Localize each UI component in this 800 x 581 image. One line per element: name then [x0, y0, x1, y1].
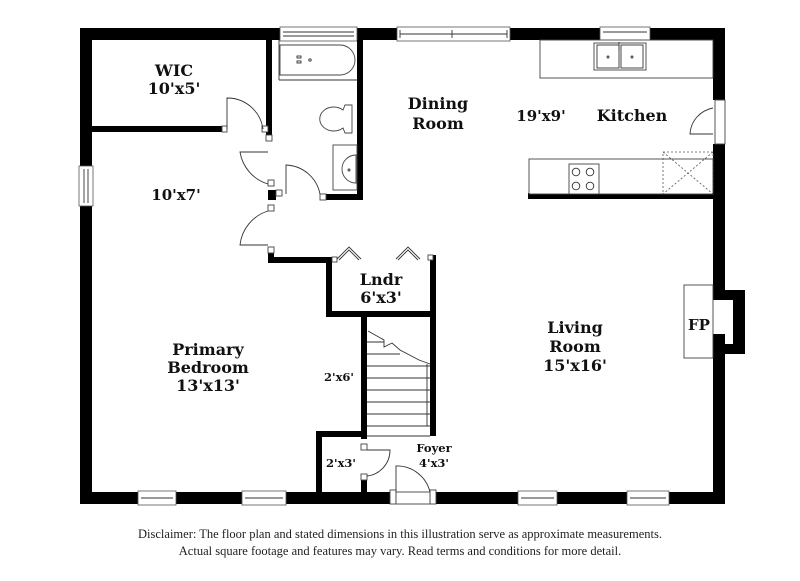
- laundry-bifold-right: [395, 246, 421, 260]
- laundry-bifold-right-2: [397, 249, 419, 261]
- wic-dims: 10'x5': [148, 79, 201, 98]
- laundry-name: Lndr: [360, 270, 403, 289]
- fireplace-label: FP: [688, 316, 710, 334]
- laundry-dims: 6'x3': [360, 288, 402, 307]
- toilet: [319, 104, 353, 134]
- closet-door: [239, 151, 269, 185]
- coat-closet-dims: 2'x3': [326, 456, 356, 470]
- kitchen-counter-bottom: [528, 158, 714, 195]
- doors[interactable]: [226, 97, 714, 505]
- living-dims: 15'x16': [543, 356, 607, 375]
- interior-walls: [92, 40, 713, 496]
- staircase: [367, 330, 431, 437]
- living-name-2: Room: [549, 337, 601, 356]
- wic-name: WIC: [154, 61, 193, 80]
- closet-dims: 10'x7': [151, 186, 200, 204]
- door-jambs: [221, 99, 726, 505]
- exterior-walls: [80, 28, 745, 504]
- disclaimer-line-2: Actual square footage and features may v…: [178, 544, 622, 558]
- room-labels: WIC 10'x5' 10'x7' Dining Room 19'x9' Kit…: [148, 61, 710, 470]
- kitchen-side-door: [689, 107, 714, 135]
- laundry-bifold-left: [336, 246, 362, 260]
- dining-name-2: Room: [412, 114, 464, 133]
- stair-closet-dims: 2'x6': [324, 370, 354, 384]
- kitchen-name: Kitchen: [597, 106, 668, 125]
- refrigerator: [662, 151, 714, 195]
- front-door: [395, 465, 431, 493]
- wic-door: [226, 97, 264, 130]
- disclaimer-line-1: Disclaimer: The floor plan and stated di…: [138, 527, 662, 541]
- coat-closet-door: [366, 449, 391, 477]
- stove: [568, 163, 600, 195]
- fixtures: [278, 39, 714, 437]
- foyer-name: Foyer: [416, 441, 452, 455]
- kitchen-sink: [593, 42, 647, 71]
- dining-name-1: Dining: [408, 94, 468, 113]
- bathtub: [279, 44, 356, 76]
- windows: [78, 26, 670, 506]
- bedroom-name-1: Primary: [172, 340, 244, 359]
- foyer-dims: 4'x3': [419, 456, 449, 470]
- bedroom-dims: 13'x13': [176, 376, 240, 395]
- kitchen-dims: 19'x9': [516, 107, 565, 125]
- laundry-bifold-left-2: [338, 249, 360, 261]
- bedroom-door: [239, 210, 269, 246]
- fireplace: [683, 284, 714, 359]
- bath-door: [285, 164, 321, 195]
- bedroom-name-2: Bedroom: [167, 358, 249, 377]
- living-name-1: Living: [547, 318, 603, 337]
